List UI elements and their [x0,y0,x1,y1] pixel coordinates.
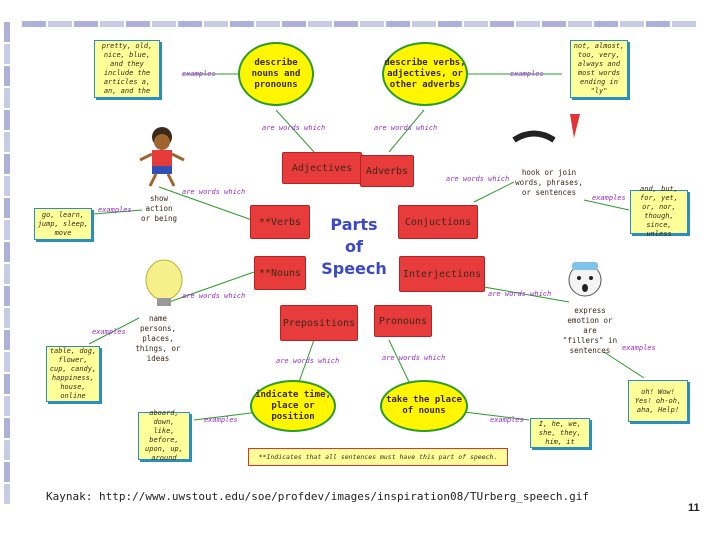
label-adverbs-examples: examples [510,70,544,78]
label-pronouns-which: are words which [382,354,446,362]
box-interjections: Interjections [399,256,485,292]
label-verbs-examples: examples [98,206,132,214]
emotion-face-icon [568,262,602,297]
label-adjectives-which: are words which [262,124,326,132]
box-prepositions: Prepositions [280,305,358,341]
oval-adjectives-definition: describe nouns and pronouns [238,42,314,106]
note-nouns-examples: table, dog, flower, cup, candy, happines… [46,346,100,402]
label-nouns-which: are words which [182,292,246,300]
page-number: 11 [688,502,700,514]
label-pronouns-examples: examples [490,416,524,424]
light-bulb-icon [145,259,183,306]
label-conjunctions-which: are words which [446,175,510,183]
note-verbs-examples: go, learn, jump, sleep, move [34,208,92,240]
oval-prepositions-definition: indicate time, place or position [250,380,336,432]
box-adverbs: Adverbs [360,155,414,187]
label-verbs-which: are words which [182,188,246,196]
diagram-title: Parts of Speech [314,214,394,280]
oval-adverbs-definition: describe verbs, adjectives, or other adv… [382,42,468,106]
label-adverbs-which: are words which [374,124,438,132]
label-prepositions-examples: examples [204,416,238,424]
label-interjections-examples: examples [622,344,656,352]
source-citation: Kaynak: http://www.uwstout.edu/soe/profd… [46,490,590,503]
box-verbs: **Verbs [250,205,310,239]
title-line-3: Speech [321,259,387,278]
box-conjunctions: Conjuctions [398,205,478,239]
label-nouns-examples: examples [92,328,126,336]
nouns-definition: name persons, places, things, or ideas [135,314,181,363]
verbs-definition: show action or being [140,194,178,223]
box-pronouns: Pronouns [374,305,432,337]
connector-lines [88,73,645,421]
label-prepositions-which: are words which [276,357,340,365]
conjunctions-definition: hook or join words, phrases, or sentence… [515,168,583,197]
top-decoration-bar [22,12,712,27]
note-prepositions-examples: aboard, down, like, before, upon, up, ar… [138,409,190,462]
label-conjunctions-examples: examples [592,194,626,202]
note-adjectives-examples: pretty, old, nice, blue, and they includ… [94,40,160,98]
interjections-definition: express emotion or are "fillers" in sent… [562,306,618,355]
note-pronouns-examples: I, he, we, she, they, him, it [530,418,590,448]
label-interjections-which: are words which [488,290,552,298]
note-interjections-examples: oh! Wow! Yes! oh-oh, aha, Help! [628,380,688,422]
clipart-layer [139,114,602,306]
parts-of-speech-diagram: Parts of Speech Adjectives Adverbs **Ver… [14,22,714,472]
note-adverbs-examples: not, almost, too, very, always and most … [570,40,628,98]
oval-pronouns-definition: take the place of nouns [380,380,468,432]
footnote: **Indicates that all sentences must have… [248,448,508,466]
left-decoration-bar [4,22,10,512]
title-line-1: Parts [330,215,378,234]
title-line-2: of [345,237,363,256]
child-icon [139,127,185,187]
label-adjectives-examples: examples [182,70,216,78]
box-nouns: **Nouns [254,256,306,290]
paperclip-icon [512,114,580,143]
